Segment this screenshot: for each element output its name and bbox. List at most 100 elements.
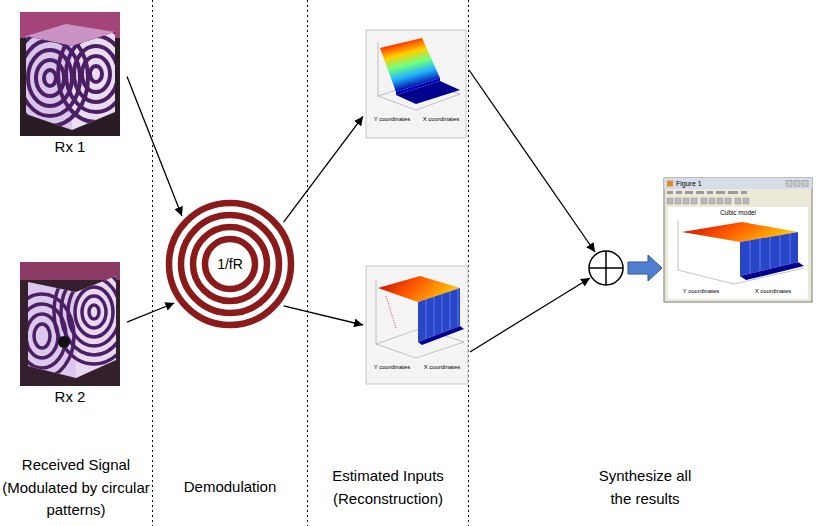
photo-label: Rx 1 (18, 138, 122, 156)
demodulation-rings (205, 239, 255, 289)
surface-plot (396, 81, 460, 104)
surface-plot (376, 276, 464, 358)
figure-window (675, 198, 681, 204)
ring-label: 1/fR (215, 256, 245, 272)
figure-window (691, 198, 697, 204)
axis-label: X coordinates (418, 116, 464, 123)
axis-label: X coordinates (418, 364, 466, 371)
figure-window (794, 181, 800, 187)
demodulation-rings (181, 215, 279, 313)
figure-window (667, 198, 673, 204)
column-caption: Synthesize all the results (590, 465, 700, 510)
arrow-connector (127, 77, 182, 216)
received-photo (68, 278, 120, 346)
axis-label: Y coordinates (368, 116, 416, 123)
received-photo (10, 260, 134, 378)
figure-window (664, 178, 812, 189)
figure-window (683, 198, 689, 204)
figure-window (685, 191, 693, 194)
received-photo (10, 260, 134, 386)
received-photo (10, 294, 74, 378)
figure-window (696, 191, 704, 194)
arrow-connector (284, 306, 363, 325)
column-divider (307, 0, 308, 526)
axis-label: Y coordinates (368, 364, 416, 371)
photo-label: Rx 2 (18, 388, 122, 406)
received-photo (26, 314, 58, 358)
column-caption: Estimated Inputs (Reconstruction) (309, 465, 467, 510)
column-caption: Demodulation (155, 476, 305, 499)
layout-arrow (469, 70, 595, 352)
received-photo (89, 305, 99, 319)
column-caption: Received Signal (Modulated by circular p… (2, 454, 150, 522)
received-photo (82, 296, 106, 328)
arrow-connector (127, 303, 174, 322)
figure-window (676, 191, 682, 194)
demodulation-rings (193, 227, 267, 301)
arrow-connector (284, 116, 363, 222)
figure-window (740, 262, 804, 280)
received-photo (90, 66, 102, 82)
column-divider (152, 0, 153, 526)
surface-plot (366, 266, 468, 384)
figure-window (802, 181, 808, 187)
sum-symbol (589, 251, 623, 285)
surface-plot (366, 30, 466, 138)
rx-photo: Rx 2 (18, 260, 124, 408)
figure-window (668, 207, 808, 299)
figure-window (717, 198, 723, 204)
figure-window (667, 181, 673, 187)
received-photo (66, 36, 126, 112)
figure-window (741, 191, 747, 194)
figure-window (701, 198, 707, 204)
demodulation-rings (169, 203, 291, 325)
rx-photo: Rx 1 (18, 10, 124, 158)
block-arrow (628, 255, 662, 281)
figure-window (743, 198, 749, 204)
figure-window (664, 178, 812, 302)
layout-arrow (469, 70, 595, 252)
figure-window: Figure 1 Cubic model Y coordinates X coordi… (664, 178, 812, 302)
received-photo (20, 262, 120, 280)
surface-plot (366, 30, 466, 138)
sum-symbol (589, 251, 623, 285)
window-title: Figure 1 (676, 180, 756, 188)
figure-window (786, 181, 792, 187)
figure-window (667, 198, 749, 204)
received-photo (44, 70, 56, 86)
surface-plot (378, 38, 460, 110)
axis-label: X coordinates (742, 288, 804, 295)
received-photo (58, 336, 70, 348)
figure-window (728, 191, 738, 194)
figure-window (707, 191, 713, 194)
figure-window (667, 191, 747, 194)
surface-plot (418, 288, 460, 342)
figure-window (667, 191, 673, 194)
received-photo (75, 287, 113, 337)
figure-window (709, 198, 715, 204)
sum-symbol (589, 251, 623, 285)
plot-title: Cubic model (668, 209, 808, 217)
figure-window (716, 191, 725, 194)
received-photo (34, 324, 50, 348)
surface-plot (386, 296, 396, 328)
layout-arrow (470, 278, 590, 352)
block-arrow (628, 255, 662, 281)
received-photo (61, 269, 127, 355)
received-photo (74, 46, 118, 102)
demodulation-circle: 1/fR (165, 199, 295, 329)
received-photo (18, 304, 66, 368)
column-divider (153, 0, 469, 526)
axis-label: Y coordinates (670, 288, 732, 295)
figure-window (664, 178, 812, 302)
received-photo (12, 30, 88, 126)
figure-window (725, 198, 731, 204)
surface-plot (366, 266, 468, 384)
figure-window (735, 198, 741, 204)
surface-plot: Y coordinatesX coordinates (366, 266, 468, 384)
demodulation-rings (169, 203, 291, 325)
